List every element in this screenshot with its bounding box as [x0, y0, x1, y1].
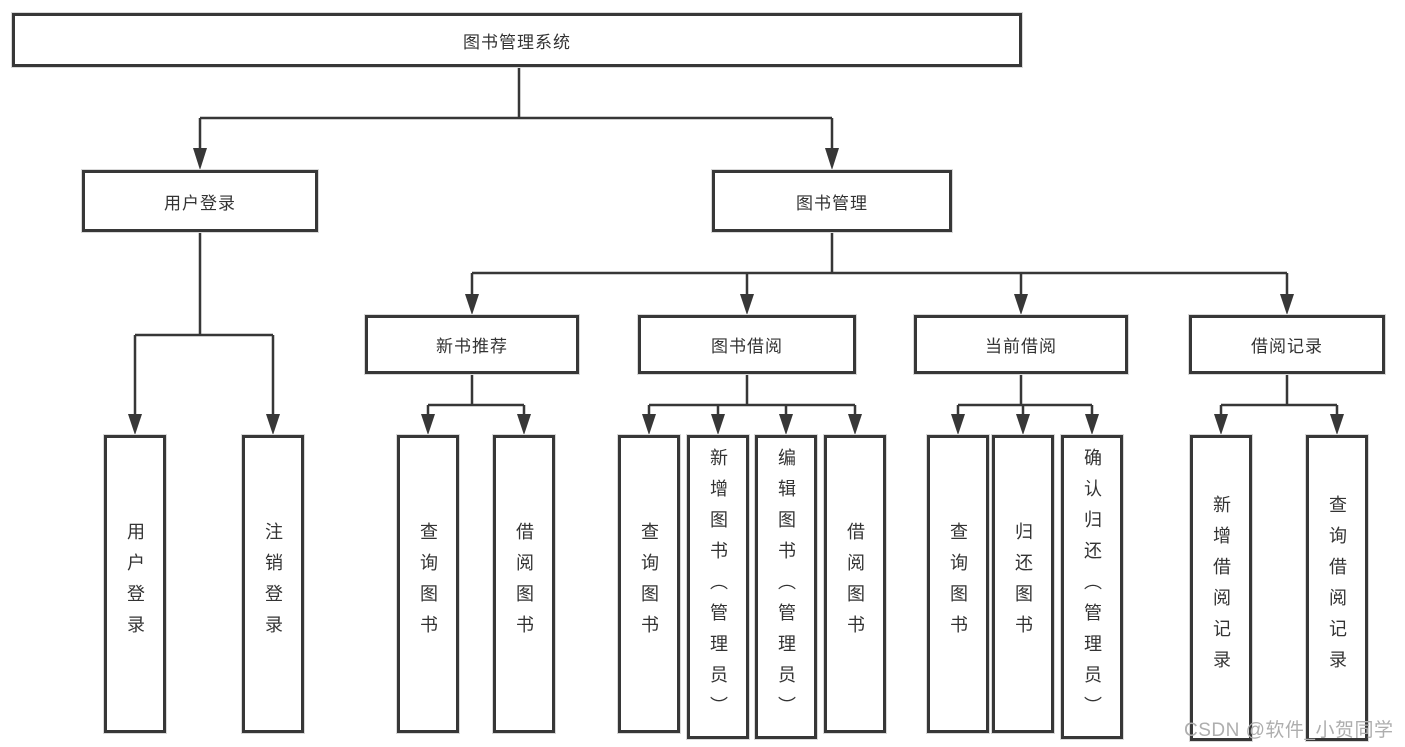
leaf-query-books-current: 查询图书 — [926, 434, 990, 734]
node-root-library-system: 图书管理系统 — [11, 12, 1023, 68]
leaf-add-book-admin: 新增图书（管理员） — [686, 434, 750, 740]
node-borrow-records: 借阅记录 — [1188, 314, 1386, 375]
leaf-edit-book-admin: 编辑图书（管理员） — [754, 434, 818, 740]
node-current-borrowing: 当前借阅 — [913, 314, 1129, 375]
leaf-borrow-books-borrowing: 借阅图书 — [823, 434, 887, 734]
node-user-login: 用户登录 — [81, 169, 319, 233]
leaf-logout: 注销登录 — [241, 434, 305, 734]
csdn-watermark: CSDN @软件_小贺同学 — [1184, 720, 1394, 741]
leaf-query-borrow-record: 查询借阅记录 — [1305, 434, 1369, 742]
leaf-borrow-books-recommend: 借阅图书 — [492, 434, 556, 734]
node-book-borrowing: 图书借阅 — [637, 314, 857, 375]
node-new-book-recommend: 新书推荐 — [364, 314, 580, 375]
leaf-confirm-return-admin: 确认归还（管理员） — [1060, 434, 1124, 740]
leaf-user-login: 用户登录 — [103, 434, 167, 734]
leaf-query-books-recommend: 查询图书 — [396, 434, 460, 734]
leaf-query-books-borrowing: 查询图书 — [617, 434, 681, 734]
leaf-add-borrow-record: 新增借阅记录 — [1189, 434, 1253, 742]
node-book-management: 图书管理 — [711, 169, 953, 233]
leaf-return-book: 归还图书 — [991, 434, 1055, 734]
